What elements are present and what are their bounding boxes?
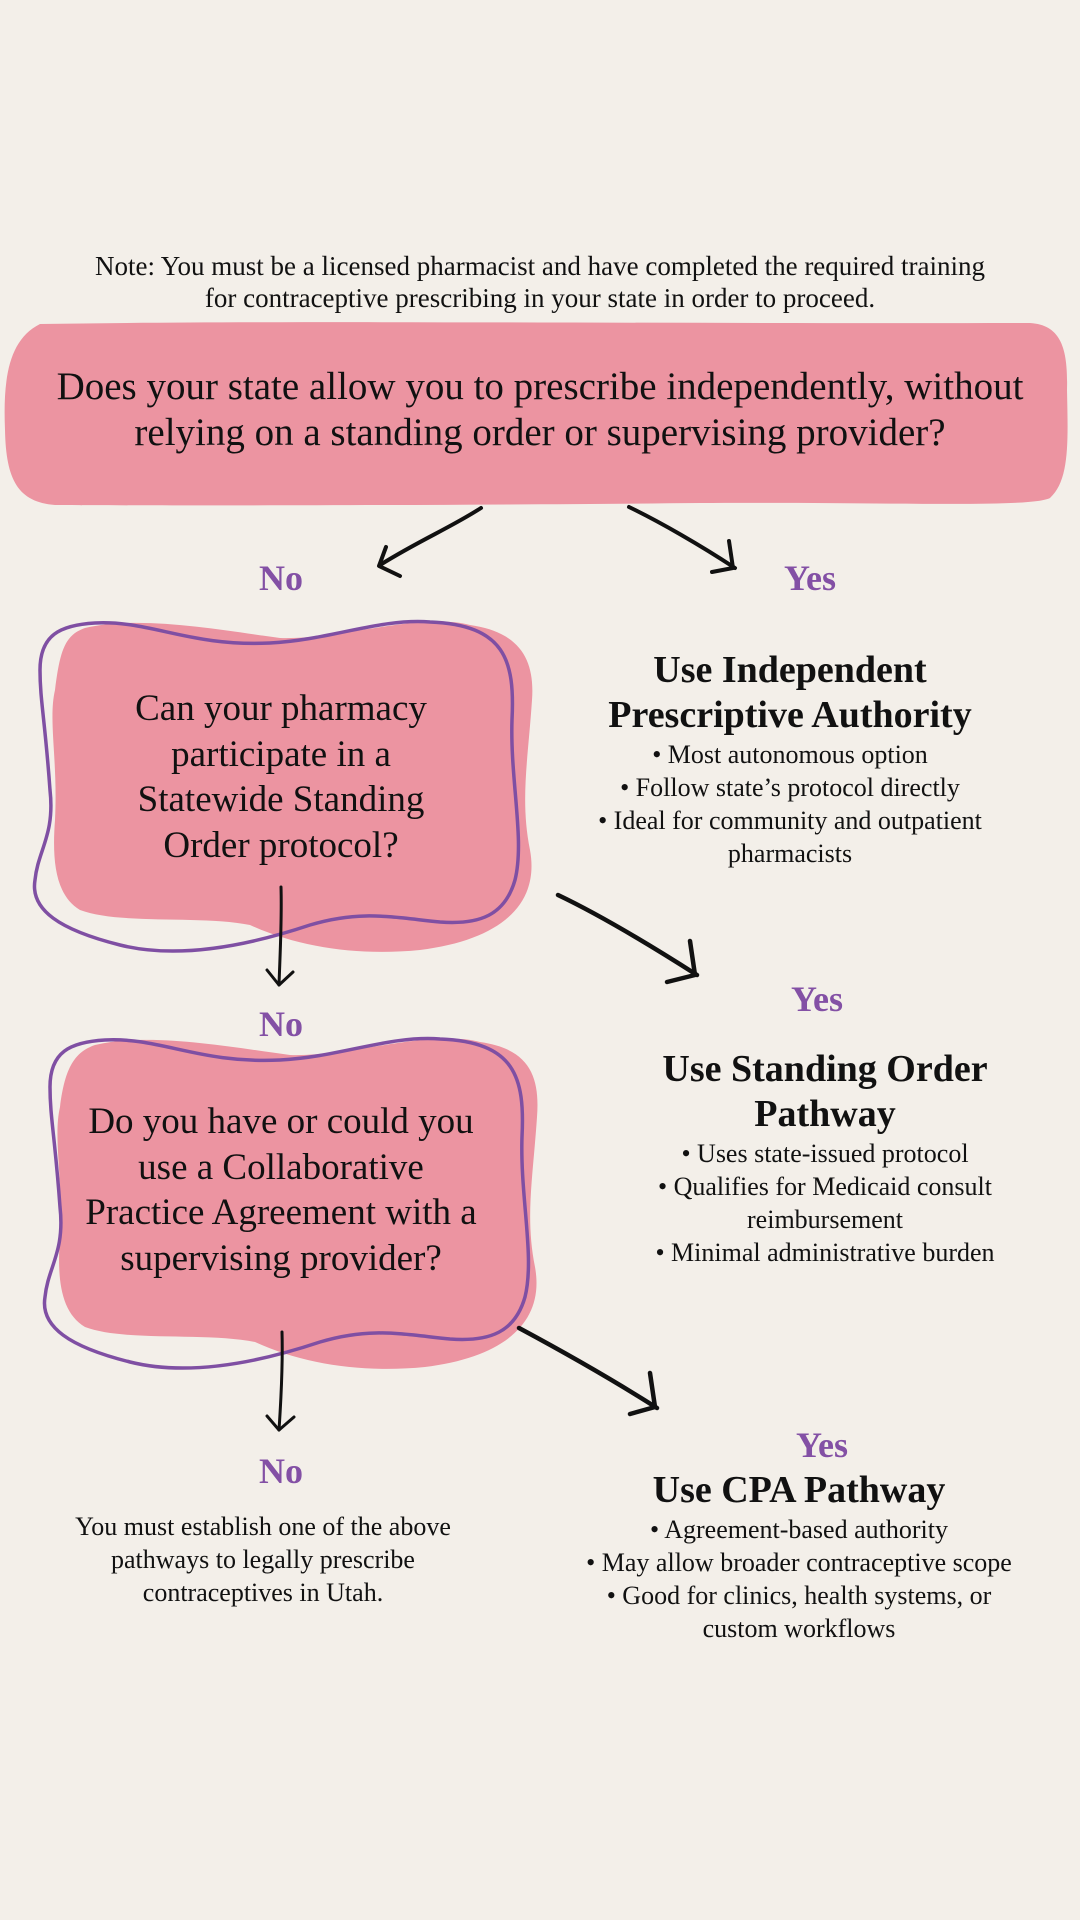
bullet-line: pharmacists [727, 839, 853, 868]
bullet-line: reimbursement [747, 1205, 903, 1234]
question2-text: Can your pharmacy participate in a State… [60, 686, 502, 868]
bullet-line: • Qualifies for Medicaid consult [657, 1172, 992, 1201]
bullet-line: • Good for clinics, health systems, or [606, 1581, 992, 1610]
question3-yes-label: Yes [796, 1425, 848, 1465]
outcome-standing-order: Use Standing Order Pathway • Uses state-… [575, 1047, 1075, 1269]
title-line: Use Standing Order [662, 1048, 988, 1090]
outcome-standing-order-title: Use Standing Order Pathway [575, 1047, 1075, 1137]
question1-no-label: No [259, 558, 303, 598]
question3-outline [42, 1036, 531, 1370]
outcome-none-line: pathways to legally prescribe [111, 1545, 415, 1574]
prerequisite-note: Note: You must be a licensed pharmacist … [0, 250, 1080, 314]
question2-line: Statewide Standing [137, 779, 425, 820]
arrow-q1-to-no [377, 506, 483, 578]
outcome-cpa-bullets: • Agreement-based authority • May allow … [529, 1513, 1069, 1645]
arrow-q2-to-no [265, 885, 295, 987]
question2-no-label: No [259, 1004, 303, 1044]
question1-text: Does your state allow you to prescribe i… [0, 364, 1080, 456]
question3-line: supervising provider? [120, 1237, 442, 1279]
outcome-cpa: Use CPA Pathway • Agreement-based author… [529, 1468, 1069, 1645]
title-line: Use CPA Pathway [652, 1469, 946, 1511]
outcome-cpa-title: Use CPA Pathway [529, 1468, 1069, 1513]
outcome-independent-bullets: • Most autonomous option • Follow state’… [540, 738, 1040, 870]
bullet-line: • Follow state’s protocol directly [620, 773, 960, 802]
question3-no-label: No [259, 1451, 303, 1491]
question2-blob [52, 621, 533, 952]
bullet-line: • May allow broader contraceptive scope [586, 1548, 1012, 1577]
question3-line: Do you have or could you [88, 1101, 474, 1142]
question3-line: Practice Agreement with a [85, 1192, 477, 1233]
bullet-line: • Ideal for community and outpatient [598, 806, 982, 835]
bullet-line: • Most autonomous option [652, 740, 928, 769]
note-line: for contraceptive prescribing in your st… [204, 283, 876, 313]
outcome-independent-title: Use Independent Prescriptive Authority [540, 648, 1040, 738]
title-line: Use Independent [653, 649, 927, 691]
question1-yes-label: Yes [784, 558, 836, 598]
question3-text: Do you have or could you use a Collabora… [40, 1099, 522, 1281]
question2-line: Order protocol? [163, 824, 399, 866]
outcome-none-line: You must establish one of the above [75, 1512, 451, 1541]
bullet-line: • Agreement-based authority [650, 1515, 948, 1544]
outcome-none: You must establish one of the above path… [13, 1510, 513, 1609]
title-line: Prescriptive Authority [608, 694, 972, 736]
outcome-independent: Use Independent Prescriptive Authority •… [540, 648, 1040, 870]
bullet-line: custom workflows [702, 1614, 896, 1643]
question2-line: Can your pharmacy [135, 688, 427, 729]
bullet-line: • Uses state-issued protocol [681, 1139, 969, 1168]
outcome-none-line: contraceptives in Utah. [142, 1578, 384, 1607]
question2-outline [32, 619, 521, 953]
outcome-standing-order-bullets: • Uses state-issued protocol • Qualifies… [575, 1137, 1075, 1269]
bullet-line: • Minimal administrative burden [655, 1238, 995, 1267]
question1-box [4, 322, 1068, 506]
arrow-q2-to-yes [555, 892, 700, 985]
arrow-q3-to-no [265, 1330, 296, 1432]
question1-line: relying on a standing order or supervisi… [134, 411, 946, 454]
title-line: Pathway [754, 1093, 896, 1135]
arrow-q1-to-yes [627, 505, 737, 574]
question2-line: participate in a [171, 733, 391, 775]
question1-line: Does your state allow you to prescribe i… [56, 365, 1024, 408]
question3-blob [57, 1038, 538, 1369]
question2-yes-label: Yes [791, 979, 843, 1019]
note-line: Note: You must be a licensed pharmacist … [95, 251, 985, 281]
arrow-q3-to-yes [516, 1325, 660, 1417]
question3-line: use a Collaborative [138, 1146, 424, 1188]
